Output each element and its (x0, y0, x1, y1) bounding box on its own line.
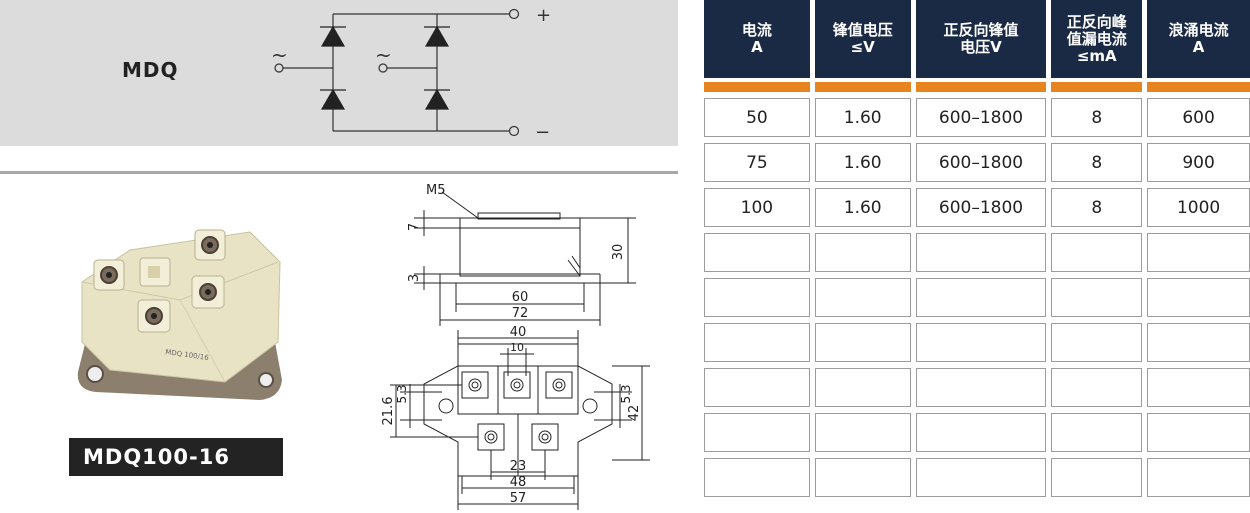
spec-table: 电流 A 锋值电压 ≤V 正反向锋值 电压V 正反向峰 值漏电流 ≤mA 浪涌电… (704, 0, 1250, 497)
table-cell (915, 278, 1047, 317)
table-cell: 1.60 (814, 188, 911, 227)
dim-m5: M5 (426, 183, 446, 198)
table-cell (915, 413, 1047, 452)
table-cell (704, 368, 810, 407)
bridge-rectifier-diagram: ~ ~ + − (271, 5, 551, 143)
table-cell (704, 413, 810, 452)
ac-symbol-right: ~ (375, 43, 392, 67)
table-header: 电流 A 锋值电压 ≤V 正反向锋值 电压V 正反向峰 值漏电流 ≤mA 浪涌电… (704, 0, 1250, 78)
table-cell (814, 368, 911, 407)
table-cell: 1.60 (814, 98, 911, 137)
diode-symbol (320, 25, 346, 47)
table-cell: 600–1800 (915, 188, 1047, 227)
table-cell: 75 (704, 143, 810, 182)
table-cell (1051, 413, 1143, 452)
table-cell (814, 413, 911, 452)
dim-48: 48 (510, 475, 527, 490)
dim-57: 57 (510, 491, 527, 506)
header-repetitive-peak-voltage: 正反向锋值 电压V (915, 0, 1047, 78)
table-cell (915, 233, 1047, 272)
table-cell (1147, 233, 1250, 272)
plus-symbol: + (536, 5, 551, 26)
table-cell (915, 323, 1047, 362)
table-cell: 8 (1051, 143, 1143, 182)
table-row (704, 368, 1250, 407)
table-row (704, 413, 1250, 452)
table-cell: 1.60 (814, 143, 911, 182)
dimension-drawing: M5 7 3 30 60 72 40 10 5.3 5.3 21.6 42 23… (381, 183, 650, 510)
dim-40: 40 (510, 325, 527, 340)
table-cell (1051, 278, 1143, 317)
table-cell (1051, 458, 1143, 497)
dim-5-3-right: 5.3 (619, 384, 633, 403)
section-divider (0, 171, 678, 174)
circuit-schematic-panel: MDQ (0, 0, 678, 146)
table-cell: 600 (1147, 98, 1250, 137)
table-cell: 8 (1051, 98, 1143, 137)
table-row (704, 323, 1250, 362)
dim-42: 42 (627, 405, 642, 422)
table-cell (1051, 323, 1143, 362)
table-row (704, 278, 1250, 317)
dim-23: 23 (510, 459, 527, 474)
table-row (704, 233, 1250, 272)
table-cell (915, 368, 1047, 407)
table-row (704, 458, 1250, 497)
header-peak-voltage: 锋值电压 ≤V (814, 0, 911, 78)
header-current: 电流 A (704, 0, 810, 78)
table-cell (1051, 368, 1143, 407)
table-cell (704, 458, 810, 497)
table-cell (814, 278, 911, 317)
table-cell (1051, 233, 1143, 272)
header-surge-current: 浪涌电流 A (1147, 0, 1250, 78)
model-label: MDQ (122, 58, 179, 82)
table-cell (1147, 368, 1250, 407)
table-cell (704, 323, 810, 362)
module-photo: MDQ 100/16 (77, 229, 283, 400)
dim-72: 72 (512, 306, 529, 321)
diode-symbol (320, 88, 346, 110)
dim-60: 60 (512, 290, 529, 305)
table-cell (814, 233, 911, 272)
diode-symbol (424, 88, 450, 110)
table-cell (1147, 278, 1250, 317)
minus-symbol: − (535, 122, 550, 143)
table-cell (915, 458, 1047, 497)
table-cell (1147, 413, 1250, 452)
dim-10: 10 (510, 341, 524, 354)
table-cell: 600–1800 (915, 143, 1047, 182)
header-accent-bar (704, 82, 1250, 92)
table-cell (704, 278, 810, 317)
dim-21-6: 21.6 (381, 397, 396, 426)
ac-symbol-left: ~ (271, 43, 288, 67)
dim-30: 30 (611, 244, 626, 261)
table-cell: 1000 (1147, 188, 1250, 227)
table-cell (1147, 323, 1250, 362)
table-cell: 50 (704, 98, 810, 137)
table-cell: 100 (704, 188, 810, 227)
dim-5-3-left: 5.3 (395, 384, 409, 403)
table-cell: 600–1800 (915, 98, 1047, 137)
table-cell: 8 (1051, 188, 1143, 227)
dim-3: 3 (407, 274, 422, 282)
table-cell: 900 (1147, 143, 1250, 182)
diode-symbol (424, 25, 450, 47)
dim-7: 7 (407, 223, 422, 231)
table-cell (814, 323, 911, 362)
header-leakage-current: 正反向峰 值漏电流 ≤mA (1051, 0, 1143, 78)
table-cell (814, 458, 911, 497)
table-cell (1147, 458, 1250, 497)
part-number-badge: MDQ100-16 (69, 438, 283, 476)
table-cell (704, 233, 810, 272)
